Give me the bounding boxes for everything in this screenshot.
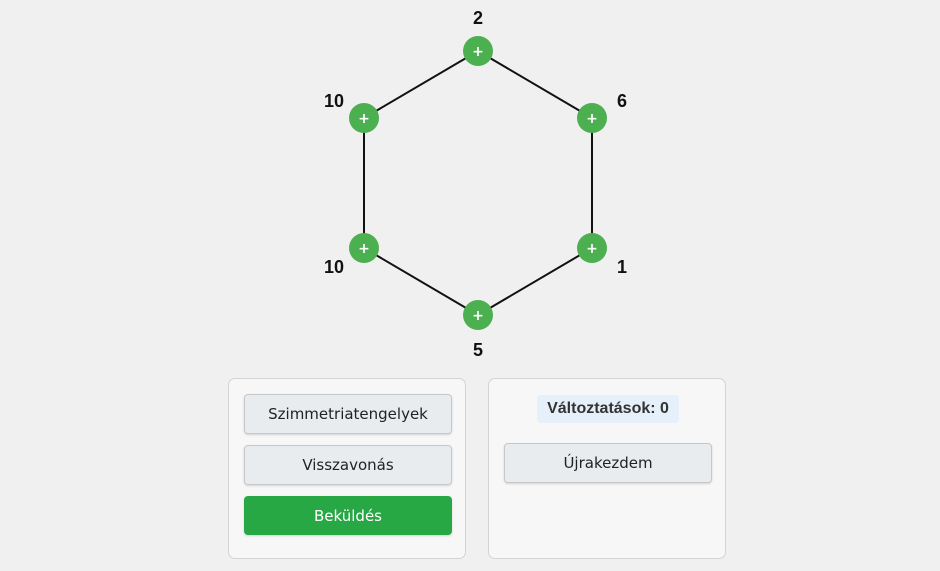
node-upper-left[interactable]: +: [349, 103, 379, 133]
node-top[interactable]: +: [463, 36, 493, 66]
node-circle[interactable]: [349, 103, 379, 133]
changes-counter: Változtatások: 0: [537, 395, 679, 423]
edge-lower-right-bottom: [477, 247, 593, 316]
node-bottom[interactable]: +: [463, 300, 493, 330]
node-circle[interactable]: [463, 300, 493, 330]
edge-top-upper-right: [477, 50, 593, 119]
node-circle[interactable]: [577, 103, 607, 133]
actions-panel: Szimmetriatengelyek Visszavonás Beküldés: [228, 378, 466, 559]
node-lower-left[interactable]: +: [349, 233, 379, 263]
plus-icon[interactable]: +: [472, 44, 484, 60]
node-value-upper-left: 10: [324, 91, 344, 111]
node-circle[interactable]: [349, 233, 379, 263]
undo-button[interactable]: Visszavonás: [244, 445, 452, 485]
node-value-lower-right: 1: [617, 257, 627, 277]
plus-icon[interactable]: +: [586, 241, 598, 257]
restart-button[interactable]: Újrakezdem: [504, 443, 712, 483]
plus-icon[interactable]: +: [472, 308, 484, 324]
hexagon-nodes: +2 +6 +1 +5 +10 +10: [324, 8, 627, 360]
plus-icon[interactable]: +: [586, 111, 598, 127]
node-circle[interactable]: [577, 233, 607, 263]
plus-icon[interactable]: +: [358, 241, 370, 257]
node-value-lower-left: 10: [324, 257, 344, 277]
status-panel: Változtatások: 0 Újrakezdem: [488, 378, 726, 559]
hexagon-edges: [363, 50, 593, 316]
symmetry-axes-button[interactable]: Szimmetriatengelyek: [244, 394, 452, 434]
node-circle[interactable]: [463, 36, 493, 66]
node-upper-right[interactable]: +: [577, 103, 607, 133]
node-lower-right[interactable]: +: [577, 233, 607, 263]
node-value-top: 2: [473, 8, 483, 28]
node-value-bottom: 5: [473, 340, 483, 360]
submit-button[interactable]: Beküldés: [244, 496, 452, 535]
edge-bottom-lower-left: [363, 247, 479, 316]
edge-upper-left-top: [363, 50, 479, 119]
node-value-upper-right: 6: [617, 91, 627, 111]
hexagon-board: +2 +6 +1 +5 +10 +10: [324, 8, 627, 360]
plus-icon[interactable]: +: [358, 111, 370, 127]
